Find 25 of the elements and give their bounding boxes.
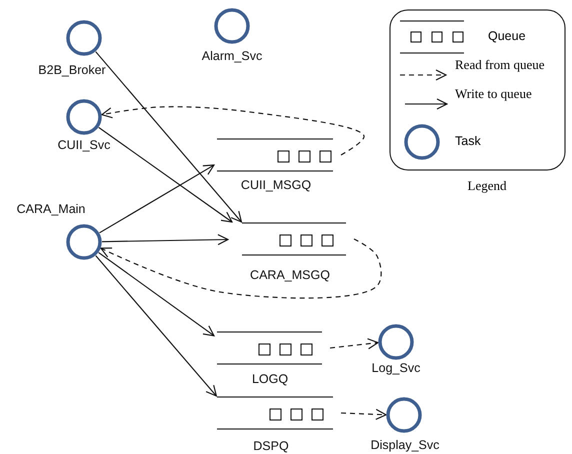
arrow (99, 164, 215, 234)
arrow (98, 126, 233, 223)
dashed-arrow (330, 338, 379, 350)
arrow (95, 255, 217, 397)
task-label: CUII_Svc (56, 138, 112, 152)
task-label: Alarm_Svc (200, 49, 264, 63)
legend-label: Write to queue (455, 86, 532, 102)
arrow (98, 252, 215, 336)
dashed-arrow (100, 238, 382, 299)
arrow (102, 234, 229, 246)
task-label: Display_Svc (370, 438, 440, 452)
queue-label: CARA_MSGQ (249, 268, 331, 282)
legend-label: Task (455, 134, 481, 148)
queue-label: CUII_MSGQ (240, 178, 312, 192)
task-label: Log_Svc (370, 361, 422, 375)
legend-label: Read from queue (455, 57, 545, 73)
task-label: CARA_Main (16, 202, 86, 216)
queue-label: DSPQ (252, 439, 290, 453)
dashed-arrow (340, 408, 387, 420)
task-label: B2B_Broker (37, 63, 107, 77)
legend-label: Queue (488, 29, 526, 43)
arrow (95, 51, 242, 223)
legend-caption: Legend (466, 178, 508, 194)
queue-label: LOGQ (250, 372, 290, 386)
dashed-arrow (101, 106, 365, 156)
